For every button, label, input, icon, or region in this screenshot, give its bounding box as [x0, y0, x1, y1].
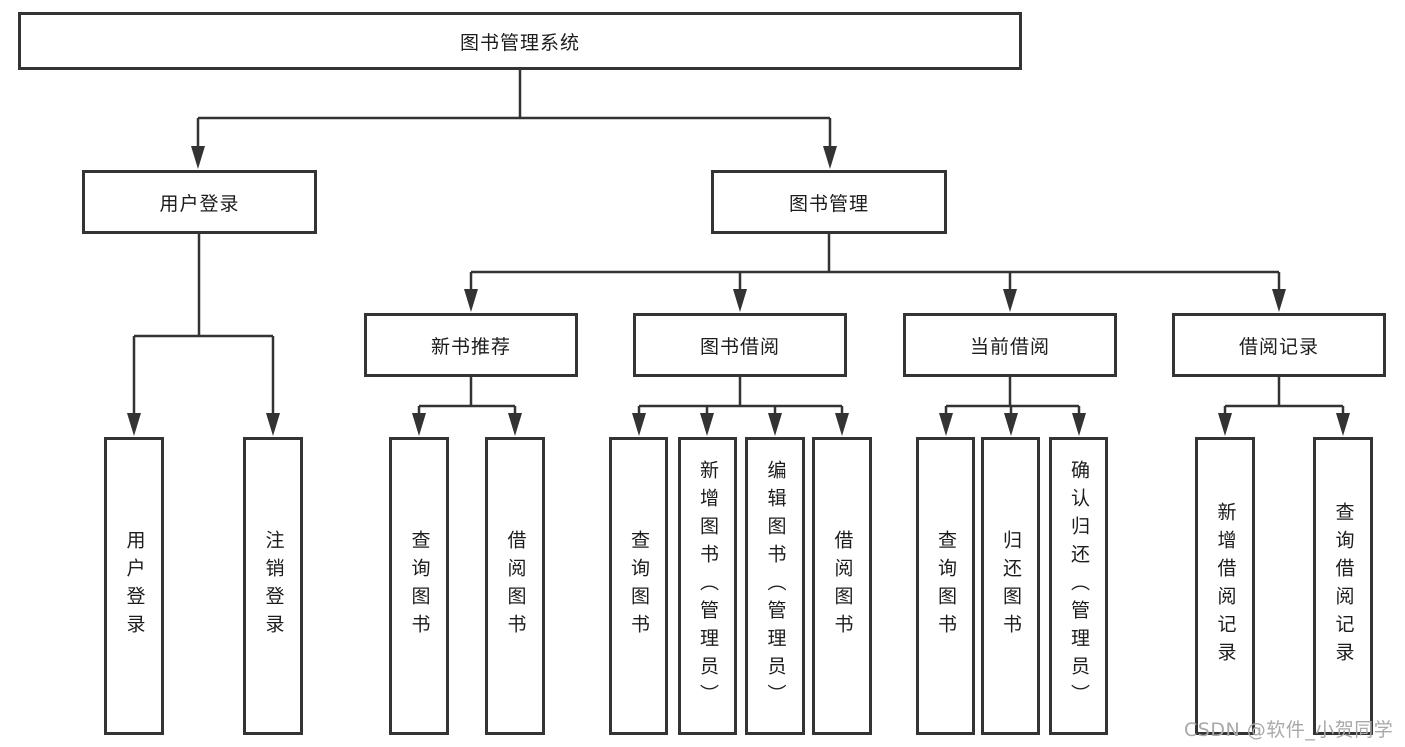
- node-label: 当前借阅: [969, 335, 1050, 358]
- leaf-borrow-books-recommend: 借阅图书: [485, 437, 545, 735]
- connector-borrow-children: [637, 377, 844, 416]
- leaf-label: 新增图书（管理员）: [697, 460, 719, 712]
- node-book-management: 图书管理: [711, 170, 947, 234]
- csdn-watermark: CSDN @软件_小贺同学: [1184, 719, 1394, 741]
- leaf-query-books-recommend: 查询图书: [389, 437, 449, 735]
- connector-user-login-children: [132, 234, 275, 416]
- leaf-label: 注销登录: [262, 530, 285, 642]
- node-book-borrowing: 图书借阅: [633, 313, 847, 377]
- node-user-login: 用户登录: [82, 170, 317, 234]
- connector-root-children: [196, 70, 832, 148]
- connector-book-mgmt-children: [469, 234, 1281, 291]
- leaf-label: 新增借阅记录: [1214, 502, 1237, 670]
- leaf-label: 查询图书: [935, 530, 957, 642]
- leaf-label: 借阅图书: [504, 530, 527, 642]
- leaf-query-books-borrow: 查询图书: [609, 437, 668, 735]
- connector-recommend-children: [417, 377, 517, 416]
- node-label: 图书借阅: [699, 335, 780, 358]
- leaf-logout: 注销登录: [243, 437, 303, 735]
- leaf-user-login: 用户登录: [104, 437, 164, 735]
- node-borrowing-records: 借阅记录: [1172, 313, 1386, 377]
- node-label: 用户登录: [159, 192, 240, 215]
- leaf-borrow-books: 借阅图书: [812, 437, 872, 735]
- node-new-book-recommend: 新书推荐: [364, 313, 578, 377]
- leaf-add-borrow-record: 新增借阅记录: [1195, 437, 1255, 735]
- leaf-label: 编辑图书（管理员）: [764, 460, 787, 712]
- node-label: 图书管理: [788, 192, 869, 215]
- leaf-query-books-current: 查询图书: [916, 437, 975, 735]
- node-current-borrowing: 当前借阅: [903, 313, 1117, 377]
- leaf-confirm-return-admin: 确认归还（管理员）: [1049, 437, 1108, 735]
- connector-records-children: [1223, 377, 1345, 416]
- leaf-add-books-admin: 新增图书（管理员）: [678, 437, 737, 735]
- node-library-management-system: 图书管理系统: [18, 12, 1022, 70]
- leaf-label: 查询图书: [408, 530, 431, 642]
- leaf-query-borrow-record: 查询借阅记录: [1313, 437, 1373, 735]
- leaf-return-books: 归还图书: [981, 437, 1040, 735]
- connector-current-children: [944, 377, 1081, 416]
- node-label: 借阅记录: [1238, 335, 1319, 358]
- leaf-label: 归还图书: [1000, 530, 1022, 642]
- leaf-label: 确认归还（管理员）: [1068, 460, 1090, 712]
- leaf-label: 查询图书: [628, 530, 650, 642]
- leaf-label: 用户登录: [123, 530, 146, 642]
- node-label: 图书管理系统: [459, 31, 580, 54]
- leaf-label: 查询借阅记录: [1332, 502, 1355, 670]
- node-label: 新书推荐: [430, 335, 511, 358]
- leaf-label: 借阅图书: [831, 530, 854, 642]
- leaf-edit-books-admin: 编辑图书（管理员）: [745, 437, 805, 735]
